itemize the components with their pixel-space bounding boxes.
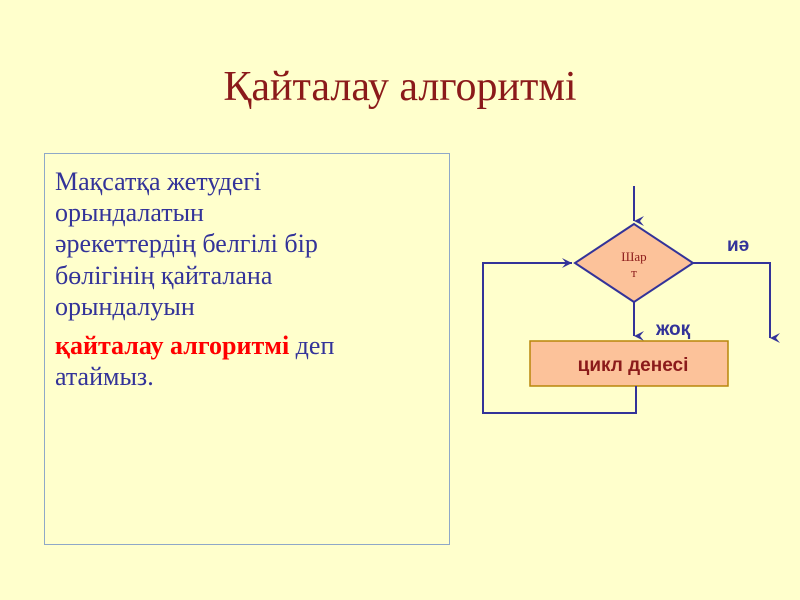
definition-line-7: атаймыз. (55, 362, 154, 392)
definition-line-1: Мақсатқа жетудегі (55, 167, 262, 196)
loop-body-label: цикл денесі (578, 355, 689, 376)
conclusion-paragraph: қайталау алгоритмі деп атаймыз. (55, 330, 441, 392)
highlighted-term: қайталау алгоритмі (55, 330, 290, 360)
yes-label: иә (727, 235, 749, 256)
definition-line-3: әрекеттердің белгілі бір (55, 229, 318, 259)
condition-text-line-2: т (631, 265, 637, 280)
condition-text-line-1: Шар (621, 249, 646, 264)
definition-line-6: деп (289, 330, 335, 360)
return-loop-arrow (482, 258, 637, 414)
no-label: жоқ (655, 319, 691, 340)
slide-title: Қайталау алгоритмі (223, 64, 577, 110)
definition-line-2: орындалатын (55, 198, 204, 228)
definition-box: Мақсатқа жетудегі орындалатын әрекеттерд… (44, 153, 450, 545)
yes-branch-arrow (693, 262, 780, 343)
definition-line-4: бөлігінің қайталана (55, 260, 273, 290)
definition-line-5: орындалуын (55, 291, 195, 321)
loop-body-box (529, 340, 729, 387)
definition-paragraph: Мақсатқа жетудегі орындалатын әрекеттерд… (55, 166, 441, 322)
